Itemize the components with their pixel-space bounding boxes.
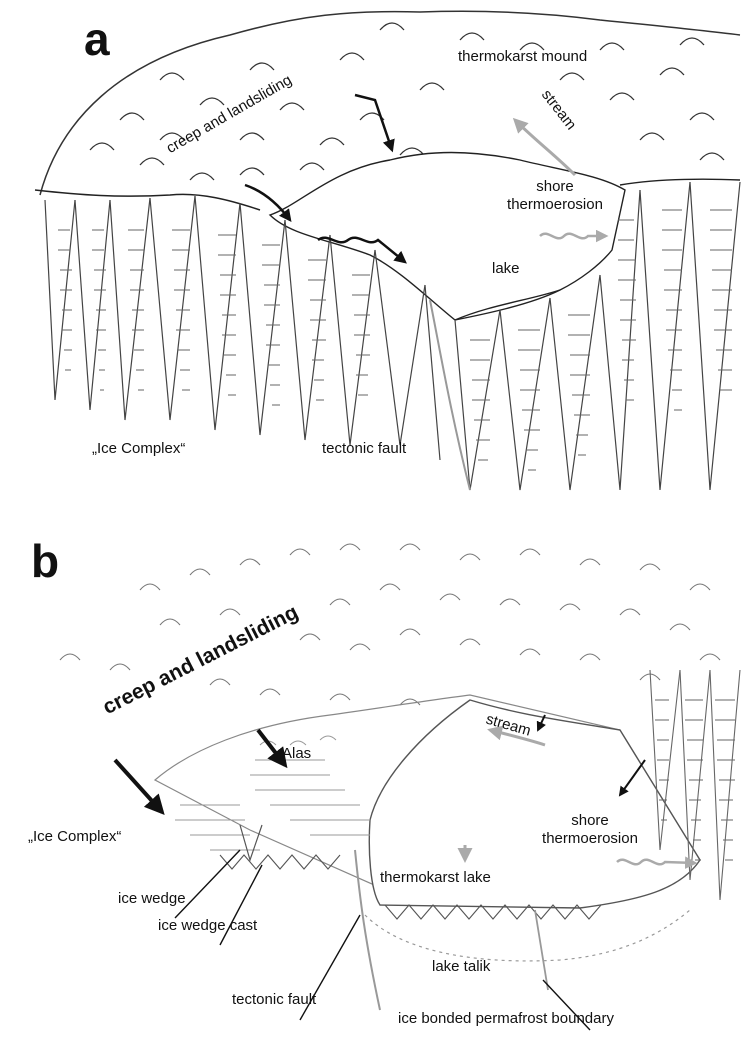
permafrost-boundary-line (535, 910, 548, 990)
label-alas: Alas (282, 745, 311, 762)
panel-b-block-diagram (0, 520, 747, 1041)
label-ice-complex-b: „Ice Complex“ (28, 828, 121, 845)
creep-arrow-1 (355, 95, 392, 150)
label-shore-b-2: thermoerosion (530, 830, 650, 847)
panel-a: a thermokarst mound stream creep and lan… (0, 0, 747, 500)
lake-talik-boundary (365, 910, 690, 961)
label-thermokarst-lake: thermokarst lake (380, 869, 491, 886)
panel-b: b creep and landsliding stream Alas shor… (0, 520, 747, 1041)
label-tectonic-fault-a: tectonic fault (322, 440, 406, 457)
alas-sediment-pattern (175, 736, 370, 850)
label-lake: lake (492, 260, 520, 277)
label-ice-complex-a: „Ice Complex“ (92, 440, 185, 457)
label-shore-b-1: shore (550, 812, 630, 829)
label-permafrost-boundary: ice bonded permafrost boundary (398, 1010, 614, 1027)
panel-b-letter: b (31, 534, 59, 588)
panel-a-block-diagram (0, 0, 747, 500)
label-lake-talik: lake talik (432, 958, 490, 975)
panel-a-letter: a (84, 12, 110, 66)
label-tectonic-fault-b: tectonic fault (232, 991, 316, 1008)
label-shore-a-1: shore (515, 178, 595, 195)
cliff-top-edge (35, 190, 260, 210)
label-thermokarst-mound: thermokarst mound (458, 48, 587, 65)
label-shore-a-2: thermoerosion (497, 196, 613, 213)
label-ice-wedge-cast: ice wedge cast (158, 917, 257, 934)
tectonic-fault-line (430, 300, 470, 490)
label-ice-wedge: ice wedge (118, 890, 186, 907)
creep-arrow-b-1 (115, 760, 162, 812)
